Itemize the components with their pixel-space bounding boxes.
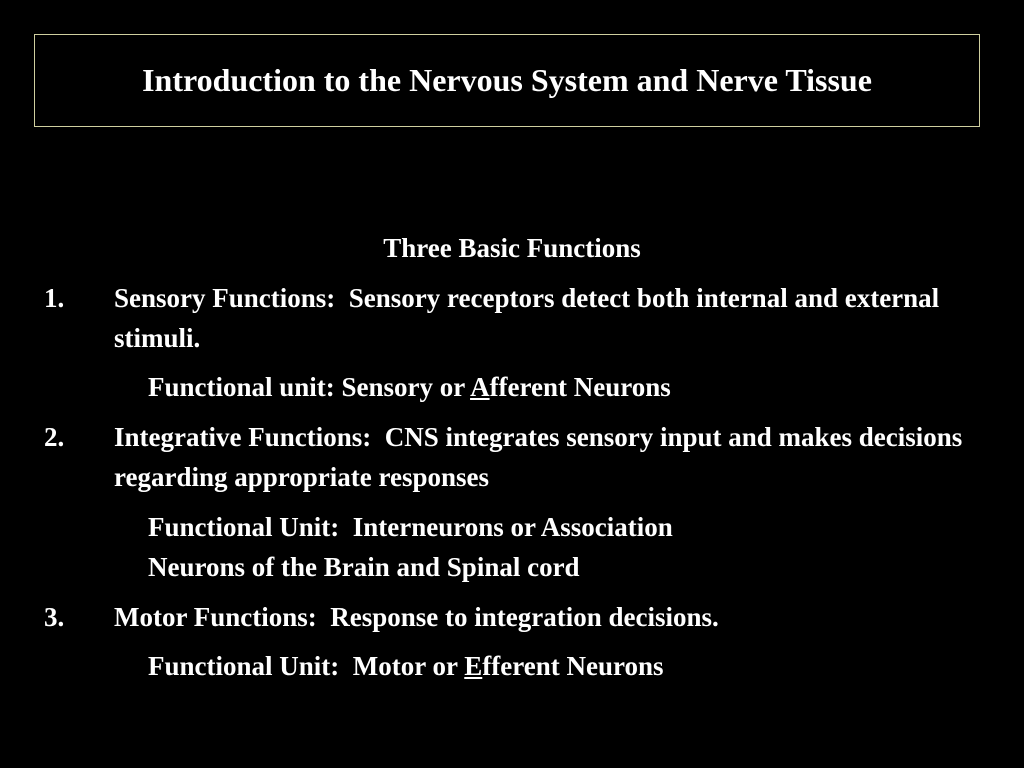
list-item: 2. Integrative Functions: CNS integrates… bbox=[44, 417, 984, 497]
underlined-letter: E bbox=[464, 651, 483, 681]
slide-title: Introduction to the Nervous System and N… bbox=[142, 62, 872, 98]
list-item-number: 3. bbox=[44, 602, 65, 632]
sub-text: fferent Neurons bbox=[489, 372, 671, 402]
list-item-number: 2. bbox=[44, 422, 65, 452]
sub-text: Functional unit: Sensory or bbox=[148, 372, 471, 402]
sub-line: Functional Unit: Interneurons or Associa… bbox=[148, 512, 673, 542]
sub-text: fferent Neurons bbox=[482, 651, 664, 681]
list-item-text: Integrative Functions: CNS integrates se… bbox=[114, 422, 963, 492]
title-box: Introduction to the Nervous System and N… bbox=[34, 34, 980, 127]
sub-line: Neurons of the Brain and Spinal cord bbox=[148, 552, 580, 582]
sub-text: Functional Unit: Motor or bbox=[148, 651, 465, 681]
list-item-number: 1. bbox=[44, 283, 65, 313]
list-item: 3. Motor Functions: Response to integrat… bbox=[44, 597, 984, 637]
list-item-text: Motor Functions: Response to integration… bbox=[114, 602, 719, 632]
list-item: 1. Sensory Functions: Sensory receptors … bbox=[44, 278, 984, 358]
section-heading: Three Basic Functions bbox=[383, 233, 641, 263]
list-item-sub: Functional Unit: Motor or Efferent Neuro… bbox=[148, 646, 948, 686]
list-item-text: Sensory Functions: Sensory receptors det… bbox=[114, 283, 940, 353]
list-item-sub: Functional unit: Sensory or Afferent Neu… bbox=[148, 367, 948, 407]
underlined-letter: A bbox=[470, 372, 490, 402]
list-item-sub: Functional Unit: Interneurons or Associa… bbox=[148, 507, 948, 587]
